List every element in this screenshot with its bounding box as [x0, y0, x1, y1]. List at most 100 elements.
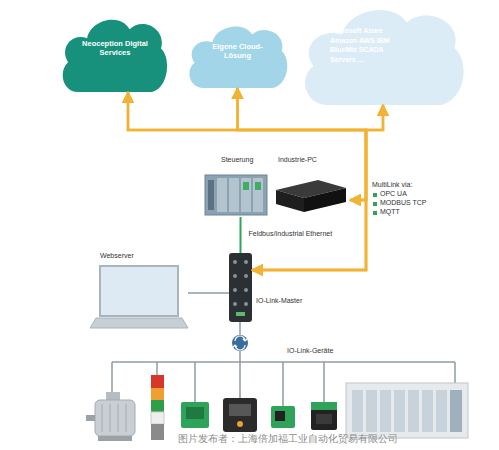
master-port	[244, 288, 248, 292]
master-port	[233, 260, 237, 264]
watermark: 图片发布者：上海倍加福工业自动化贸易有限公司	[178, 433, 398, 444]
signal-tower-amber	[151, 388, 164, 400]
multilink-connector	[238, 88, 367, 270]
signal-tower-white	[151, 412, 164, 424]
master-body	[229, 253, 252, 322]
sensor-body	[311, 402, 337, 430]
laptop-base	[90, 318, 188, 328]
plc-led	[243, 182, 249, 190]
valve-island	[346, 383, 468, 438]
network-connector	[188, 292, 229, 294]
node-label: Microsoft Azure Amazon AWS IBM BlueMix S…	[330, 26, 392, 64]
sensor-face	[275, 411, 285, 421]
motor-foot	[98, 436, 132, 441]
plc-cpu	[208, 180, 214, 210]
master-port	[233, 302, 237, 306]
valve-end-plate	[450, 390, 462, 432]
signal-tower-base	[151, 424, 164, 440]
device-drop	[194, 362, 196, 402]
plc-module	[217, 178, 227, 212]
cloud-outline	[189, 27, 287, 88]
multilink-connector	[238, 88, 367, 200]
valve-module	[408, 390, 419, 432]
sensor-display	[229, 404, 251, 416]
edge-label: Feldbus/Industrial Ethernet	[249, 230, 333, 237]
valve-module	[352, 390, 363, 432]
protocol-name: MODBUS TCP	[380, 199, 427, 207]
io-link-master-node: IO-Link-Master	[229, 253, 252, 322]
sensor-face	[186, 407, 204, 419]
node-label: Industrie-PC	[278, 156, 348, 164]
master-port	[233, 274, 237, 278]
multilink-connector	[252, 105, 383, 270]
master-led	[236, 312, 245, 316]
bullet-square	[373, 202, 377, 206]
plc-led	[255, 182, 261, 190]
valve-module	[366, 390, 377, 432]
motor-fin	[102, 404, 103, 432]
motor-fin	[110, 404, 111, 432]
plc-module	[229, 178, 239, 212]
sensor-led	[237, 421, 243, 427]
motor-shaft	[86, 415, 95, 421]
device-group-label: IO-Link-Geräte	[287, 347, 333, 355]
device-drop	[111, 362, 113, 392]
valve-module	[422, 390, 433, 432]
sensor-face	[316, 414, 332, 424]
device-drop	[323, 362, 325, 402]
cloud-service: Neoception Digital Services	[58, 12, 170, 92]
node-label: IO-Link-Master	[256, 297, 326, 305]
device-drop	[239, 362, 241, 398]
multilink-connector	[128, 92, 366, 200]
multilink-connector	[128, 92, 366, 270]
controller-node: Steuerung	[203, 153, 269, 217]
io-link-symbol	[232, 335, 248, 351]
fieldbus-connector	[240, 217, 242, 253]
protocol-name: MQTT	[380, 208, 400, 216]
webserver-node: Webserver	[93, 250, 188, 330]
valve-module	[380, 390, 391, 432]
cloud-outline	[305, 10, 463, 105]
node-label: Neoception Digital Services	[78, 39, 152, 57]
signal-tower-green	[151, 400, 164, 412]
master-port	[244, 274, 248, 278]
protocol-name: OPC UA	[380, 190, 407, 198]
node-label: Steuerung	[221, 156, 269, 164]
valve-module	[394, 390, 405, 432]
sensor-body	[223, 398, 257, 432]
signal-tower-red	[151, 375, 164, 388]
io-link-wire	[239, 322, 241, 335]
node-label: Webserver	[100, 252, 180, 260]
protocol-heading: MultiLink via:	[372, 181, 412, 189]
cloud-service: Eigene Cloud-Lösung	[185, 20, 290, 88]
device-drop	[282, 362, 284, 406]
io-link-wire	[239, 351, 241, 362]
valve-module	[436, 390, 447, 432]
master-port	[233, 288, 237, 292]
plc-module	[241, 178, 251, 212]
bullet-square	[373, 211, 377, 215]
sensor-band	[311, 402, 337, 410]
sensor-body	[181, 402, 209, 428]
pc-front	[276, 190, 304, 212]
io-link-arrows	[233, 336, 247, 350]
plc-body	[205, 175, 267, 215]
industrial-pc-node: Industrie-PC	[272, 153, 350, 215]
master-port	[244, 260, 248, 264]
laptop-screen	[100, 266, 178, 316]
motor-fin	[118, 404, 119, 432]
motor-fin	[126, 404, 127, 432]
motor-body	[95, 400, 135, 436]
bullet-square	[373, 193, 377, 197]
pc-side	[304, 188, 346, 212]
master-port	[244, 302, 248, 306]
cloud-outline	[63, 20, 167, 92]
node-label: Eigene Cloud-Lösung	[207, 42, 268, 60]
device-drop	[454, 362, 456, 383]
sensor-body	[271, 406, 295, 428]
